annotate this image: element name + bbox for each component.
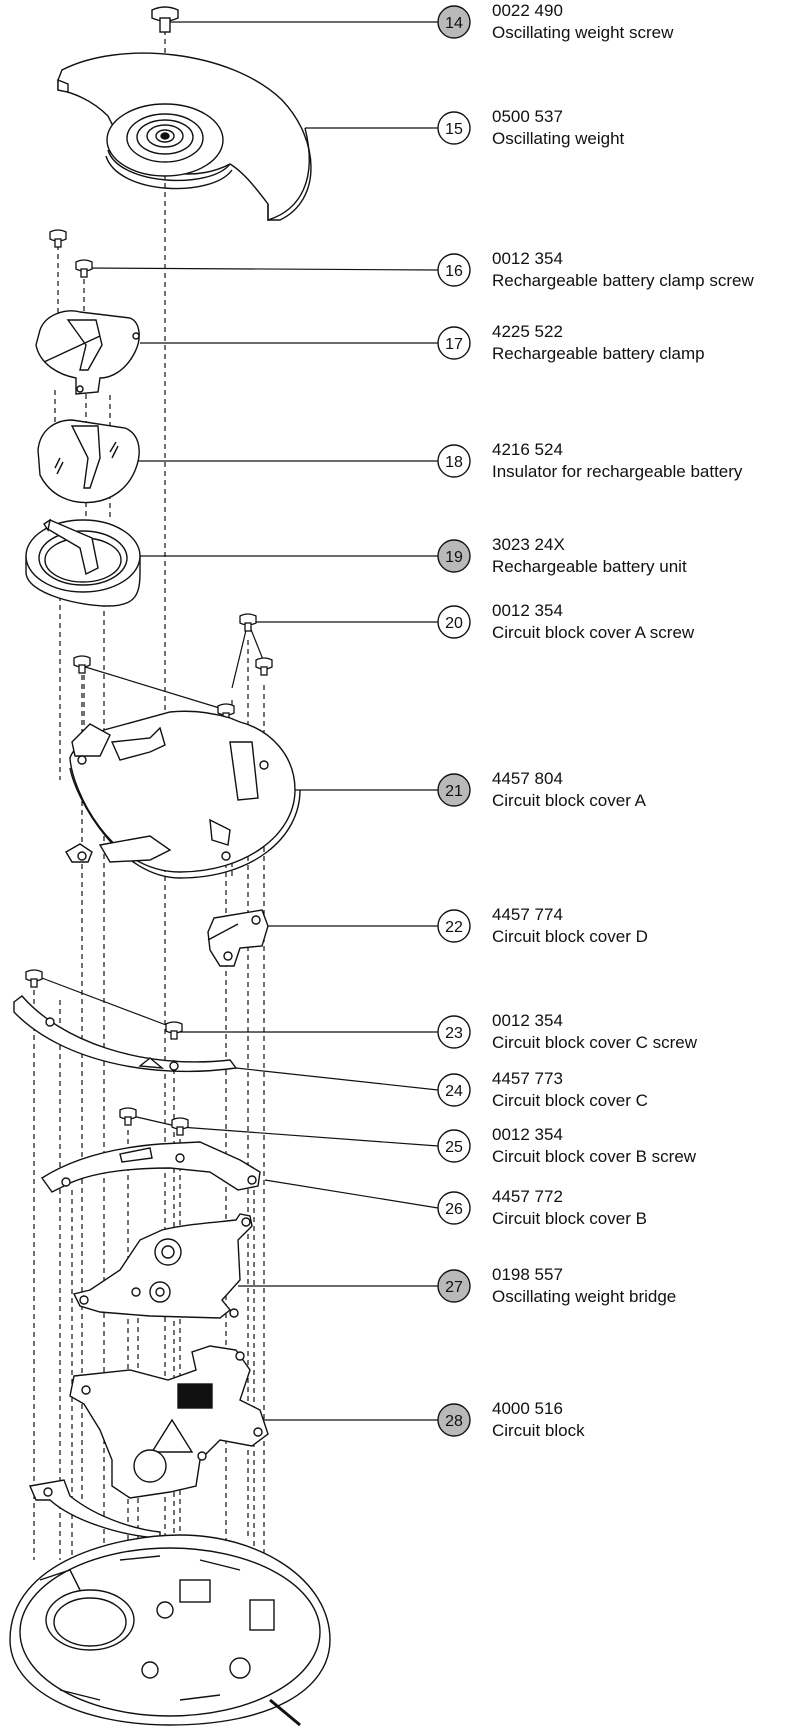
part-description: Oscillating weight: [492, 129, 625, 148]
callout-number: 15: [445, 121, 463, 138]
part-number: 4216 524: [492, 440, 563, 459]
part-description: Circuit block: [492, 1421, 585, 1440]
part-description: Rechargeable battery clamp: [492, 344, 705, 363]
circuit-block-cover-b-shape: [41, 1141, 261, 1193]
part-number: 0012 354: [492, 1011, 563, 1030]
leader-lines: [33, 21, 439, 1421]
part-number: 3023 24X: [492, 535, 565, 554]
callout-circle: [437, 1073, 471, 1107]
part-description: Circuit block cover A screw: [492, 623, 695, 642]
battery-insulator-shape: [37, 419, 140, 504]
part-description: Circuit block cover D: [492, 927, 648, 946]
part-description: Oscillating weight bridge: [492, 1287, 677, 1306]
part-number: 0012 354: [492, 601, 563, 620]
callout-number: 22: [445, 919, 463, 936]
small-screws-shapes: [25, 229, 273, 1136]
circuit-block-cover-a-shape: [65, 710, 301, 879]
part-number: 0022 490: [492, 1, 563, 20]
callout-number: 26: [445, 1201, 463, 1218]
callout-circle: [437, 1191, 471, 1225]
oscillating-weight-shape: [57, 52, 312, 221]
callout-circle: [437, 1269, 471, 1303]
part-number: 4457 804: [492, 769, 563, 788]
callout-number: 18: [445, 454, 463, 471]
callout-circle: [437, 539, 471, 573]
part-number: 0500 537: [492, 107, 563, 126]
part-number: 4000 516: [492, 1399, 563, 1418]
oscillating-weight-bridge-shape: [72, 1213, 253, 1319]
callout-circle: [437, 111, 471, 145]
part-number: 0198 557: [492, 1265, 563, 1284]
callout-number-group: 14 15 16 17 18 19 20 21 22 23 24 25 26 27 28: [437, 5, 471, 1437]
callout-circle: [437, 1015, 471, 1049]
circuit-block-cover-c-shape: [13, 995, 238, 1073]
part-description: Circuit block cover C: [492, 1091, 648, 1110]
callout-number: 27: [445, 1279, 463, 1296]
part-number: 0012 354: [492, 1125, 563, 1144]
part-description: Circuit block cover A: [492, 791, 646, 810]
callout-number: 14: [445, 15, 463, 32]
callout-number: 21: [445, 783, 463, 800]
part-description: Rechargeable battery clamp screw: [492, 271, 754, 290]
part-number: 4457 773: [492, 1069, 563, 1088]
rechargeable-battery-shape: [25, 518, 141, 607]
callout-circle: [437, 909, 471, 943]
callout-number: 25: [445, 1139, 463, 1156]
callout-number: 17: [445, 336, 463, 353]
callout-circle: [437, 444, 471, 478]
callout-number: 28: [445, 1413, 463, 1430]
part-number: 4457 774: [492, 905, 563, 924]
part-description: Rechargeable battery unit: [492, 557, 687, 576]
callout-number: 23: [445, 1025, 463, 1042]
part-description: Circuit block cover B screw: [492, 1147, 697, 1166]
circuit-block-shape: [29, 1345, 269, 1539]
part-description: Circuit block cover C screw: [492, 1033, 697, 1052]
battery-clamp-shape: [35, 310, 140, 395]
part-description: Oscillating weight screw: [492, 23, 674, 42]
callout-circle: [437, 5, 471, 39]
callout-number: 19: [445, 549, 463, 566]
oscillating-weight-screw-shape: [151, 6, 179, 33]
circuit-block-cover-d-shape: [207, 909, 269, 967]
callout-number: 20: [445, 615, 463, 632]
callout-number: 24: [445, 1083, 463, 1100]
part-label: 3023 24X Rechargeable battery unit: [492, 534, 687, 578]
part-number: 0012 354: [492, 249, 563, 268]
part-number: 4225 522: [492, 322, 563, 341]
callout-circle: [437, 253, 471, 287]
callout-circle: [437, 1403, 471, 1437]
callout-circle: [437, 326, 471, 360]
callout-circle: [437, 773, 471, 807]
movement-base-shape: [9, 1534, 331, 1727]
part-number: 4457 772: [492, 1187, 563, 1206]
callout-circle: [437, 605, 471, 639]
callout-circle: [437, 1129, 471, 1163]
part-description: Circuit block cover B: [492, 1209, 647, 1228]
callout-number: 16: [445, 263, 463, 280]
part-description: Insulator for rechargeable battery: [492, 462, 743, 481]
